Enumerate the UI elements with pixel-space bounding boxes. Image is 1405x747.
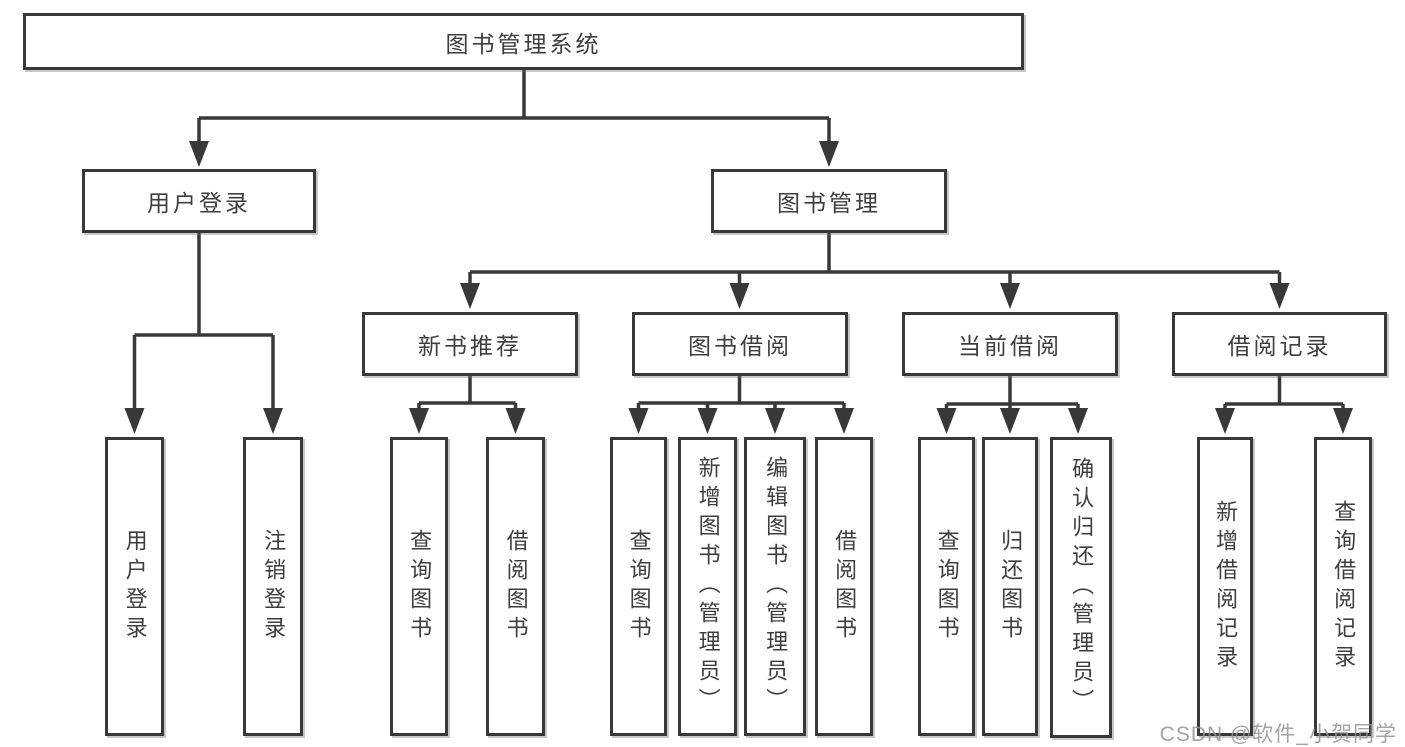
node-label: 借阅记录 [1227,333,1332,359]
arrowhead [189,141,209,167]
connector-root-to-level2 [189,70,839,167]
connector-new-book-children [409,376,526,434]
connector-book-management-children [460,233,1290,309]
leaf-query-borrow-record: 查询借阅记录 [1314,437,1372,736]
node-book-management: 图书管理 [711,169,947,233]
leaf-add-books-admin: 新增图书（管理员） [678,437,737,736]
connector-user-login-children [124,233,283,434]
arrowhead [1333,408,1353,434]
leaf-edit-books-admin: 编辑图书（管理员） [744,437,806,736]
watermark-text: CSDN @软件_小贺同学 [1159,723,1397,746]
leaf-user-login: 用户登录 [105,437,164,736]
node-label: 新增图书（管理员） [695,456,721,717]
arrowhead [819,141,839,167]
node-label: 新增借阅记录 [1213,499,1239,674]
node-label: 图书管理 [777,190,881,216]
arrowhead [409,408,429,434]
node-user-login: 用户登录 [82,169,316,233]
leaf-borrow-books: 借阅图书 [815,437,873,736]
leaf-confirm-return-admin: 确认归还（管理员） [1050,437,1112,738]
node-label: 查询图书 [626,528,652,645]
arrowhead [628,408,649,434]
leaf-return-books: 归还图书 [982,437,1038,736]
node-label: 图书管理系统 [445,30,602,57]
node-label: 借阅图书 [832,528,858,645]
arrowhead [765,408,785,434]
arrowhead [1000,283,1020,309]
node-label: 查询图书 [407,528,433,645]
node-root-library-system: 图书管理系统 [23,13,1024,70]
leaf-logout: 注销登录 [243,437,303,736]
arrowhead [1068,408,1088,434]
node-label: 用户登录 [122,528,148,645]
node-book-borrow: 图书借阅 [632,312,848,376]
node-label: 编辑图书（管理员） [763,456,789,717]
arrowhead [729,283,750,309]
node-label: 用户登录 [147,190,251,216]
arrowhead [1269,283,1290,309]
node-label: 查询图书 [934,528,960,645]
node-label: 新书推荐 [418,333,522,359]
arrowhead [936,408,957,434]
leaf-borrow-books-recommend: 借阅图书 [486,437,545,736]
arrowhead [1215,408,1235,434]
node-label: 归还图书 [998,528,1024,645]
arrowhead [263,408,283,434]
node-label: 查询借阅记录 [1331,499,1357,674]
node-label: 图书借阅 [688,333,792,359]
arrowhead [124,408,145,434]
node-label: 借阅图书 [503,528,529,645]
node-current-borrow: 当前借阅 [902,312,1118,376]
arrowhead [505,408,526,434]
connector-book-borrow-children [628,376,854,434]
arrowhead [697,408,718,434]
arrowhead [460,283,480,309]
arrowhead [834,408,854,434]
connector-current-borrow-children [936,376,1088,434]
leaf-query-books-current: 查询图书 [918,437,975,736]
node-new-book-recommend: 新书推荐 [362,312,578,376]
connector-borrow-records-children [1215,376,1353,434]
node-label: 当前借阅 [958,333,1062,359]
leaf-add-borrow-record: 新增借阅记录 [1197,437,1253,736]
leaf-query-books-borrow: 查询图书 [610,437,667,736]
node-label: 确认归还（管理员） [1069,457,1095,718]
arrowhead [1000,408,1020,434]
node-label: 注销登录 [261,528,287,645]
node-borrow-records: 借阅记录 [1172,312,1387,376]
leaf-query-books-recommend: 查询图书 [390,437,448,736]
